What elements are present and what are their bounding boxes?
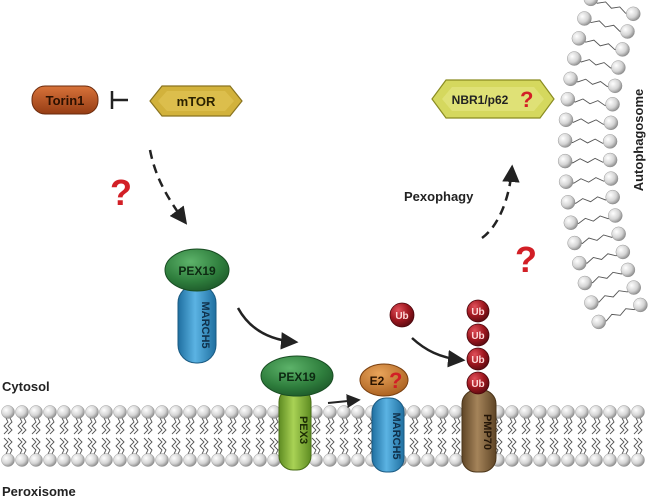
e2-question-mark: ?: [389, 368, 402, 393]
svg-text:PEX19: PEX19: [278, 370, 316, 384]
svg-text:Ub: Ub: [395, 311, 408, 322]
ub-transfer-arrow: [411, 337, 466, 368]
ubiquitin-chain: Ub Ub Ub Ub: [466, 299, 490, 395]
nbr1-p62-node: NBR1/p62 ?: [431, 79, 555, 119]
pexophagy-question-mark: ?: [515, 239, 537, 280]
pexophagy-label: Pexophagy: [404, 189, 474, 204]
peroxisome-label: Peroxisome: [2, 484, 76, 499]
svg-text:MARCH5: MARCH5: [199, 301, 211, 348]
peroxisome-membrane: [1, 405, 645, 467]
inhibition-mark: [110, 91, 128, 109]
mtor-to-pex19-arrow: [148, 149, 188, 225]
svg-text:NBR1/p62: NBR1/p62: [452, 93, 509, 107]
ub-chain-2: Ub: [471, 331, 484, 342]
svg-text:PEX3: PEX3: [297, 416, 309, 444]
free-ubiquitin: Ub: [389, 302, 415, 328]
ub-chain-4: Ub: [471, 379, 484, 390]
torin1-node: Torin1: [31, 85, 99, 115]
cytosol-label: Cytosol: [2, 379, 50, 394]
autophagosome-label: Autophagosome: [631, 89, 646, 192]
svg-text:mTOR: mTOR: [177, 94, 216, 109]
pex3-to-march5-arrow: [327, 394, 361, 409]
complex-to-membrane-arrow: [236, 307, 299, 350]
ub-chain-3: Ub: [471, 355, 484, 366]
ub-chain-1: Ub: [471, 307, 484, 318]
pex19-pex3-complex: PEX3 PEX19: [260, 355, 334, 471]
svg-text:E2: E2: [370, 374, 385, 388]
svg-text:PMP70: PMP70: [481, 414, 493, 450]
svg-text:MARCH5: MARCH5: [390, 412, 402, 459]
autophagosome-membrane: [557, 0, 648, 330]
e2-march5-complex: MARCH5 E2 ?: [359, 363, 409, 473]
mtor-question-mark: ?: [110, 172, 132, 213]
nbr1-question-mark: ?: [520, 87, 533, 112]
pexophagy-arrow: [481, 164, 520, 240]
pex19-march5-complex: MARCH5 PEX19: [164, 248, 230, 364]
mtor-node: mTOR: [149, 85, 243, 117]
pmp70-complex: PMP70 Ub Ub Ub Ub: [461, 299, 497, 473]
svg-text:PEX19: PEX19: [178, 264, 216, 278]
svg-text:Torin1: Torin1: [46, 93, 85, 108]
